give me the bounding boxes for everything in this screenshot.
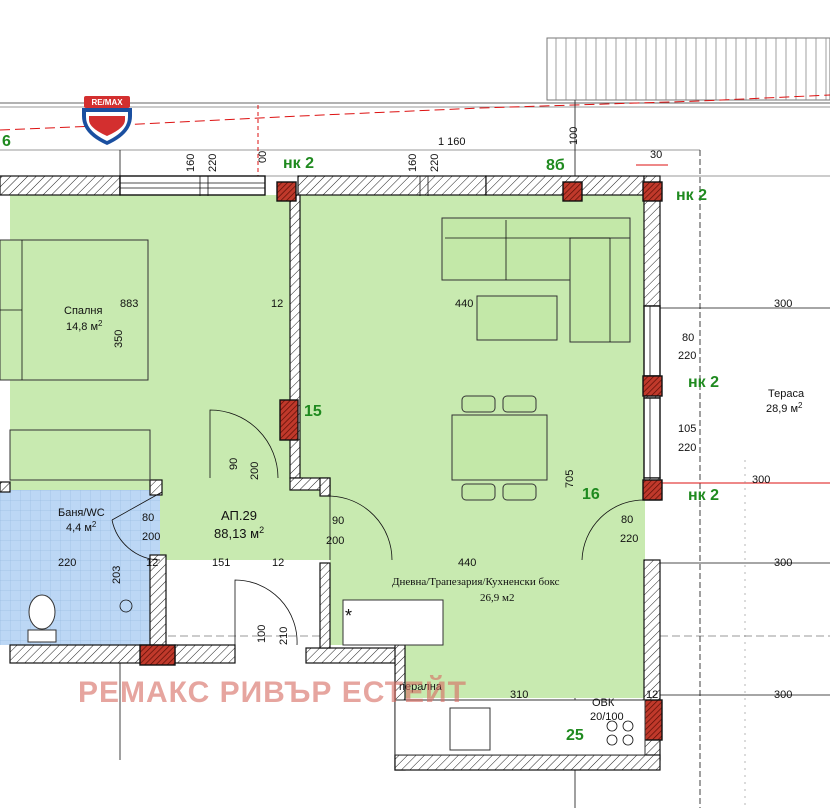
reference-lines (0, 94, 830, 808)
ovk-dim: 20/100 (590, 711, 624, 723)
room-terrace-area: 28,9 м2 (766, 401, 803, 415)
apartment-area-sup: 2 (259, 525, 264, 535)
dim-705: 705 (564, 470, 576, 488)
remax-logo-text: RE/MAX (91, 98, 123, 107)
dim-220c: 220 (678, 350, 696, 362)
dim-200a: 200 (249, 462, 261, 480)
dim-300-red: 300 (752, 474, 770, 486)
dim-80a: 80 (682, 332, 694, 344)
star-mark: * (345, 606, 352, 626)
axis-label-15: 15 (304, 403, 322, 420)
ovk-label: ОВК (592, 697, 615, 709)
doors (111, 409, 645, 646)
watermark: РЕМАКС РИВЪР ЕСТЕЙТ (78, 676, 467, 709)
laundry-label: перална (399, 681, 443, 693)
bedroom-area-value: 14,8 м (66, 321, 98, 333)
dim-220e: 220 (620, 533, 638, 545)
dim-203: 203 (111, 566, 123, 584)
apartment-area-value: 88,13 м (214, 526, 259, 541)
room-bedroom-name: Спалня (64, 305, 103, 317)
axis-label-8b: 8б (546, 157, 565, 174)
axis-label-a: 6 (2, 133, 11, 150)
dim-12a: 12 (271, 298, 283, 310)
bath-area-value: 4,4 м (66, 522, 92, 534)
apartment-area: 88,13 м2 (214, 525, 264, 541)
dim-440a: 440 (455, 298, 473, 310)
terrace-area-sup: 2 (798, 401, 803, 410)
room-terrace-name: Тераса (768, 388, 805, 400)
dim-1160: 1 160 (438, 136, 466, 148)
dim-310: 310 (510, 689, 528, 701)
dim-300a: 300 (774, 298, 792, 310)
room-living-area: 26,9 м2 (480, 592, 514, 604)
terrace-area-value: 28,9 м (766, 403, 798, 415)
apartment-name: АП.29 (221, 508, 257, 523)
dim-12d: 12 (646, 689, 658, 701)
dim-440b: 440 (458, 557, 476, 569)
dim-100-top: 100 (568, 127, 580, 145)
axis-label-16: 16 (582, 486, 600, 503)
columns (139, 181, 663, 741)
dim-200c: 200 (326, 535, 344, 547)
room-bedroom-area: 14,8 м2 (66, 319, 103, 333)
dim-220a: 220 (207, 154, 219, 172)
dim-220f: 220 (58, 557, 76, 569)
axis-label-nk2-right-mid: нк 2 (688, 374, 719, 391)
room-living-name: Дневна/Трапезария/Кухненски бокс (392, 576, 560, 588)
remax-logo: RE/MAX (82, 96, 132, 145)
dim-80b: 80 (142, 512, 154, 524)
dim-151: 151 (212, 557, 230, 569)
dim-100b: 100 (256, 625, 268, 643)
room-bath-name: Баня/WC (58, 507, 105, 519)
dim-210: 210 (278, 627, 290, 645)
dim-00: 00 (257, 151, 269, 163)
dim-220d: 220 (678, 442, 696, 454)
dim-12b: 12 (146, 557, 158, 569)
dim-160a: 160 (185, 154, 197, 172)
dim-30: 30 (650, 149, 662, 161)
furniture (0, 217, 646, 756)
dim-12c: 12 (272, 557, 284, 569)
dim-883: 883 (120, 298, 138, 310)
balcony-railing (546, 37, 830, 101)
axis-label-25: 25 (566, 727, 584, 744)
axis-label-nk2-top: нк 2 (283, 155, 314, 172)
bedroom-area-sup: 2 (98, 319, 103, 328)
dim-350: 350 (113, 330, 125, 348)
axis-label-nk2-right-top: нк 2 (676, 187, 707, 204)
bathroom-floor (0, 490, 160, 645)
bath-area-sup: 2 (92, 520, 97, 529)
dim-300b: 300 (774, 557, 792, 569)
room-bath-area: 4,4 м2 (66, 520, 97, 534)
dim-80c: 80 (621, 514, 633, 526)
dim-105: 105 (678, 423, 696, 435)
dim-200b: 200 (142, 531, 160, 543)
dim-220b: 220 (429, 154, 441, 172)
window-marks (199, 164, 668, 196)
dim-160b: 160 (407, 154, 419, 172)
axis-label-nk2-right-low: нк 2 (688, 487, 719, 504)
dim-300c: 300 (774, 689, 792, 701)
dim-90b: 90 (332, 515, 344, 527)
dim-90a: 90 (228, 458, 240, 470)
